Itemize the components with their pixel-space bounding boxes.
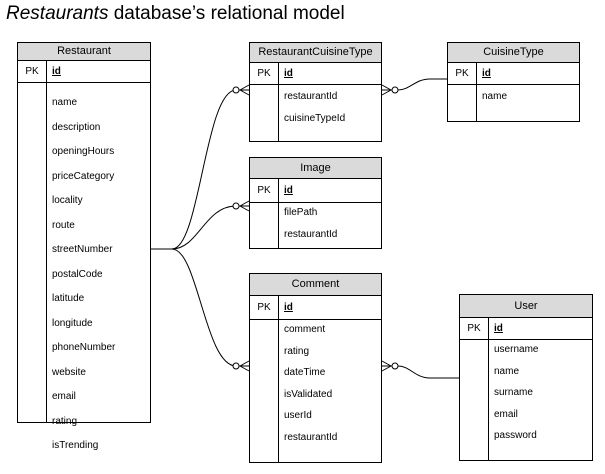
attribute: restaurantId [284, 91, 338, 102]
pk-field: id [284, 302, 293, 313]
rct-end-crows-foot [239, 84, 250, 96]
pk-label: PK [448, 63, 477, 84]
attribute: phoneNumber [52, 342, 116, 353]
comment-header: Comment [250, 274, 381, 296]
attribute: cuisineTypeId [284, 113, 346, 124]
image-attributes: filePath restaurantId [250, 203, 381, 248]
attribute: name [52, 97, 78, 108]
rct-end-zero-circle [232, 86, 240, 94]
attribute: restaurantId [284, 229, 338, 240]
link-restaurant-image [171, 205, 249, 250]
pk-label: PK [460, 318, 489, 339]
column-separator [278, 203, 279, 248]
attribute: email [494, 408, 518, 420]
restaurant-attributes: name description openingHours priceCategory… [18, 83, 150, 451]
attribute: longitude [52, 317, 93, 329]
comment-attributes: comment rating dateTime isValidated userId re… [250, 320, 381, 462]
attribute: restaurantId [284, 431, 338, 443]
pk-field: id [52, 66, 61, 77]
attribute: email [52, 391, 76, 402]
attribute: rating [52, 415, 78, 427]
column-separator [476, 85, 477, 121]
cuisine-type-pk-row: PK id [448, 63, 579, 85]
user-pk-row: PK id [460, 318, 592, 340]
restaurant-cuisine-type-pk-row: PK id [250, 63, 381, 85]
link-cuisinetype-restaurantcuisinetype [382, 78, 447, 91]
pk-label: PK [250, 63, 279, 84]
pk-field: id [482, 68, 491, 79]
image-end-crows-foot [239, 200, 250, 212]
user-attributes: username name surname email password [460, 340, 592, 460]
attribute: locality [52, 195, 83, 206]
restaurant-cuisine-type-header: RestaurantCuisineType [250, 43, 381, 63]
comment-right-end-zero-circle [391, 362, 399, 370]
attribute: postalCode [52, 268, 103, 280]
comment-end-crows-foot [239, 360, 250, 372]
restaurant-cuisine-type-attributes: restaurantId cuisineTypeId [250, 85, 381, 141]
attribute: priceCategory [52, 170, 115, 182]
attribute: dateTime [284, 367, 326, 378]
attribute: latitude [52, 293, 85, 304]
link-restaurant-comment [171, 248, 249, 367]
rct-right-end-crows-foot [381, 84, 392, 96]
attribute: isTrending [52, 440, 99, 451]
pk-field: id [494, 323, 503, 334]
column-separator [278, 320, 279, 462]
pk-label: PK [250, 179, 279, 202]
column-separator [488, 340, 489, 460]
comment-pk-row: PK id [250, 296, 381, 320]
restaurant-header: Restaurant [18, 43, 150, 61]
pk-field: id [284, 185, 293, 196]
attribute: description [52, 121, 101, 133]
image-header: Image [250, 158, 381, 179]
attribute: password [494, 430, 537, 441]
cuisine-type-header: CuisineType [448, 43, 579, 63]
attribute: website [52, 366, 86, 378]
pk-field: id [284, 68, 293, 79]
attribute: rating [284, 345, 310, 357]
attribute: isValidated [284, 388, 333, 400]
cuisine-type-attributes: name [448, 85, 579, 121]
pk-label: PK [250, 296, 279, 319]
attribute: userId [284, 410, 312, 421]
attribute: surname [494, 387, 533, 398]
image-pk-row: PK id [250, 179, 381, 203]
restaurant-pk-row: PK id [18, 61, 150, 83]
user-header: User [460, 295, 592, 318]
attribute: name [482, 91, 508, 102]
comment-end-zero-circle [232, 362, 240, 370]
title-italic: Restaurants [6, 3, 109, 24]
attribute: openingHours [52, 146, 115, 157]
comment-right-end-crows-foot [381, 360, 392, 372]
attribute: route [52, 219, 75, 231]
diagram-title: Restaurants database’s relational model [6, 3, 345, 25]
column-separator [46, 83, 47, 422]
attribute: name [494, 365, 520, 377]
attribute: filePath [284, 207, 318, 218]
attribute: username [494, 344, 539, 355]
title-rest: database’s relational model [108, 3, 345, 24]
attribute: streetNumber [52, 244, 113, 255]
pk-label: PK [18, 61, 47, 82]
attribute: comment [284, 324, 326, 335]
rct-right-end-zero-circle [391, 86, 399, 94]
link-restaurant-restaurantcuisinetype [151, 89, 249, 250]
column-separator [278, 85, 279, 141]
image-end-zero-circle [232, 202, 240, 210]
